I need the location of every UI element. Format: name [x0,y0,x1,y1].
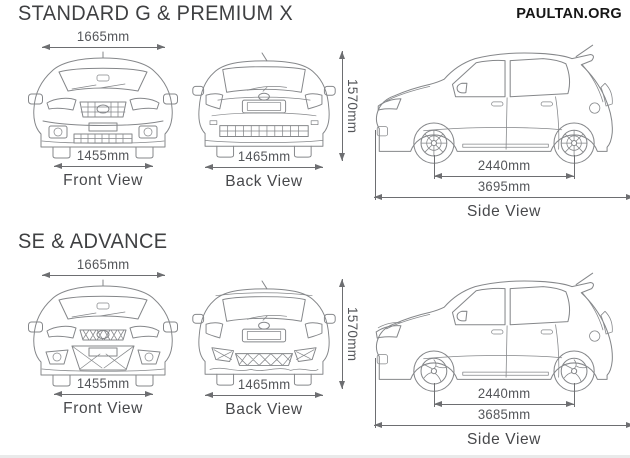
section-title: STANDARD G & PREMIUM X [18,2,294,25]
view-caption: Back View [225,173,303,190]
view-caption: Side View [467,203,541,220]
dimension-value: 1665mm [76,257,130,272]
dimension-value: 2440mm [477,386,531,401]
dimension-value: 1455mm [76,148,130,163]
dimension-overall-height: 1570mm [338,51,360,161]
dimension-line [205,164,323,170]
dimension-value: 1570mm [345,306,360,362]
section-se-advance: SE & ADVANCE 1665mm [0,228,630,458]
figure-back-view: 1570mm 1465mm Back View [190,30,360,191]
figure-front-view: 1665mm [28,258,178,418]
extension-line [375,130,376,200]
dimension-line [433,173,575,179]
dimension-wheelbase: 2440mm [433,158,575,179]
figure-front-view: 1665mm [28,30,178,190]
dimension-line [374,422,630,428]
dimension-value: 3685mm [477,407,531,422]
dimension-line [374,194,630,200]
back-view-wrap: 1570mm [190,51,360,161]
dimension-line [339,279,345,389]
dimension-value: 1665mm [76,29,130,44]
dimension-line [53,391,153,397]
dimension-track-width: 1455mm [53,376,153,397]
views-row: 1665mm [0,30,630,221]
car-front-drawing [28,279,178,387]
dimension-line [205,392,323,398]
dimension-line [433,401,575,407]
view-caption: Back View [225,401,303,418]
section-standard-premium: STANDARD G & PREMIUM X 1665mm [0,0,630,228]
dimension-overall-length: 3685mm [374,407,630,428]
dimension-wheelbase: 2440mm [433,386,575,407]
dimension-value: 1570mm [345,78,360,134]
figure-side-view: 2440mm 3685mm Side View [370,258,630,449]
dimension-track-width: 1465mm [205,377,323,398]
dimension-value: 3695mm [477,179,531,194]
car-back-drawing [192,280,336,386]
view-caption: Front View [63,400,143,417]
dimension-overall-length: 3695mm [374,179,630,200]
dimension-value: 1465mm [237,149,291,164]
dimension-line [339,51,345,161]
extension-line [574,155,576,179]
extension-line [375,358,376,428]
extension-line [574,383,576,407]
view-caption: Side View [467,431,541,448]
car-side-drawing [375,272,613,392]
dimension-line [41,44,165,50]
site-logo: PAULTAN.ORG [516,5,622,22]
section-title: SE & ADVANCE [18,230,168,253]
dimension-value: 1455mm [76,376,130,391]
image-bottom-edge [0,455,630,458]
dimension-overall-height: 1570mm [338,279,360,389]
dimension-overall-width: 1665mm [41,29,165,50]
dimension-line [53,163,153,169]
dimension-value: 2440mm [477,158,531,173]
figure-back-view: 1570mm 1465mm Back View [190,258,360,419]
view-caption: Front View [63,172,143,189]
dimension-overall-width: 1665mm [41,257,165,278]
extension-line [433,155,435,179]
dimension-track-width: 1465mm [205,149,323,170]
dimension-value: 1465mm [237,377,291,392]
car-back-drawing [192,52,336,158]
dimension-line [41,272,165,278]
views-row: 1665mm [0,258,630,449]
car-front-drawing [28,51,178,159]
figure-side-view: 2440mm 3695mm Side View [370,30,630,221]
back-view-wrap: 1570mm [190,279,360,389]
extension-line [433,383,435,407]
dimension-track-width: 1455mm [53,148,153,169]
car-side-drawing [375,44,613,164]
